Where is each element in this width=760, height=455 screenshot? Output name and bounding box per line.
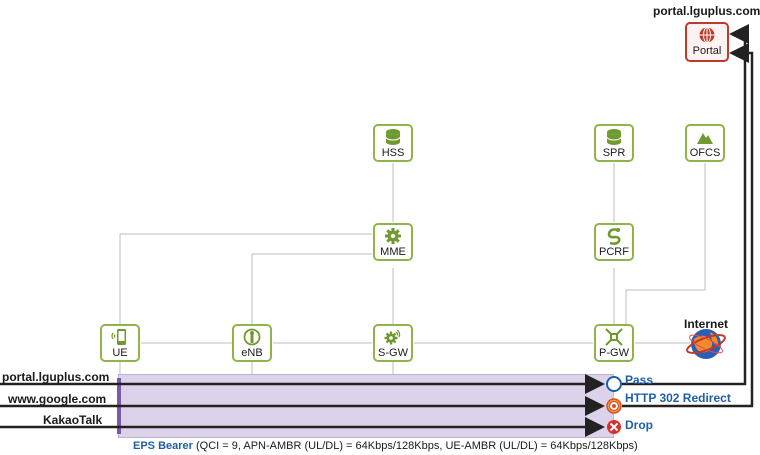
database-icon xyxy=(385,129,401,145)
pass-circle-icon xyxy=(606,376,622,392)
eps-bearer-title: EPS Bearer xyxy=(133,440,193,452)
flow-action-pass: Pass xyxy=(625,373,654,387)
internet-label: Internet xyxy=(684,317,729,331)
route-redirect-to-portal xyxy=(622,43,754,408)
node-label-pgw: P-GW xyxy=(599,347,629,359)
node-label-ofcs: OFCS xyxy=(689,147,721,159)
gear-signal-icon xyxy=(384,329,401,345)
antenna-icon xyxy=(243,328,261,346)
node-label-hss: HSS xyxy=(381,147,405,159)
redirect-target-icon xyxy=(606,398,622,414)
mobile-phone-icon xyxy=(111,329,126,345)
node-label-mme: MME xyxy=(380,246,406,258)
route-pass-to-portal xyxy=(622,24,749,386)
node-label-portal: Portal xyxy=(692,45,722,57)
node-label-spr: SPR xyxy=(602,147,626,159)
eps-bearer-params: (QCI = 9, APN-AMBR (UL/DL) = 64Kbps/128K… xyxy=(196,440,638,452)
node-ofcs: OFCS xyxy=(685,124,725,162)
node-portal: Portal xyxy=(685,22,729,62)
gear-icon xyxy=(385,228,401,244)
node-label-ue: UE xyxy=(112,347,128,359)
node-pgw: P-GW xyxy=(594,324,634,362)
router-icon xyxy=(605,328,623,346)
node-label-enb: eNB xyxy=(241,347,263,359)
node-ue: UE xyxy=(100,324,140,362)
ofcs-pgw-line xyxy=(625,163,706,324)
node-sgw: S-GW xyxy=(373,324,413,362)
node-spr: SPR xyxy=(594,124,634,162)
policy-swirl-icon xyxy=(607,228,621,245)
eps-bearer-caption: EPS Bearer (QCI = 9, APN-AMBR (UL/DL) = … xyxy=(133,440,638,452)
flow-action-redirect: HTTP 302 Redirect xyxy=(625,391,731,405)
node-hss: HSS xyxy=(373,124,413,162)
portal-host-label: portal.lguplus.com xyxy=(653,4,760,18)
flow-action-drop: Drop xyxy=(625,418,653,432)
database-icon xyxy=(606,129,622,145)
internet-globe-icon xyxy=(686,329,726,359)
flow-source-kakao: KakaoTalk xyxy=(43,413,103,427)
node-label-pcrf: PCRF xyxy=(599,246,629,258)
globe-icon xyxy=(699,27,715,43)
node-enb: eNB xyxy=(232,324,272,362)
triangle-chart-icon xyxy=(697,133,713,144)
node-mme: MME xyxy=(373,223,413,261)
node-pcrf: PCRF xyxy=(594,223,634,261)
drop-x-icon xyxy=(607,420,621,434)
node-label-sgw: S-GW xyxy=(378,347,408,359)
flow-source-google: www.google.com xyxy=(8,392,107,406)
flow-source-portal: portal.lguplus.com xyxy=(2,370,110,384)
